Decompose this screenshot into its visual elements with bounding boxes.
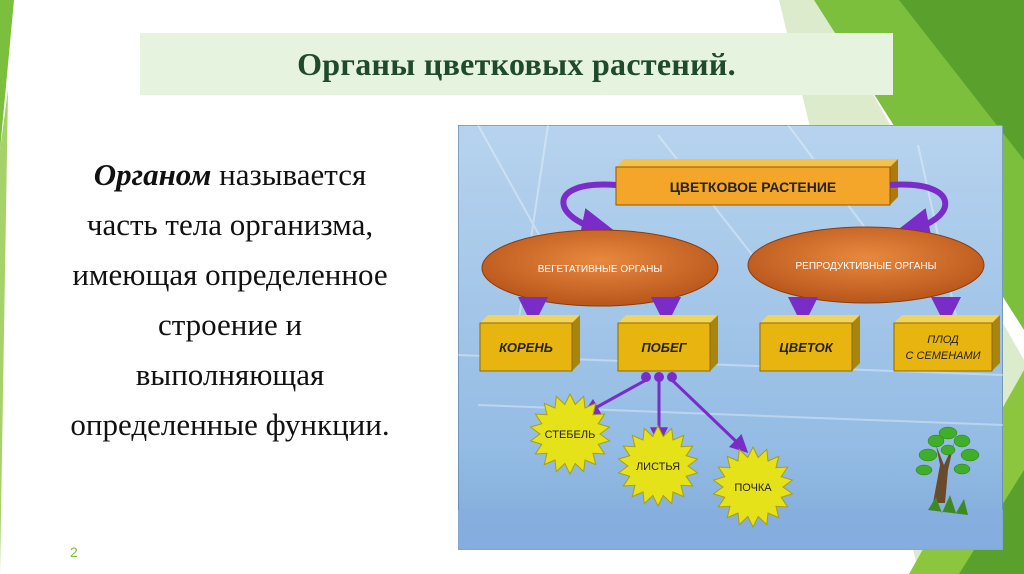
definition-line-2: часть тела организма, <box>86 207 374 242</box>
organs-diagram: ЦВЕТКОВОЕ РАСТЕНИЕ ВЕГЕТАТИВНЫЕ ОРГАНЫ Р… <box>458 125 1003 550</box>
definition-term: Органом <box>93 157 212 192</box>
star-bud-label: ПОЧКА <box>734 482 772 494</box>
organ-box-root-label: КОРЕНЬ <box>499 340 553 355</box>
organ-box-fruit-label-line1: ПЛОД <box>927 334 959 346</box>
tree-illustration <box>915 426 980 515</box>
star-stem-label: СТЕБЕЛЬ <box>545 429 596 441</box>
curve-arrow-right <box>889 181 949 244</box>
reproductive-oval-label: РЕПРОДУКТИВНЫЕ ОРГАНЫ <box>795 261 936 272</box>
vegetative-oval: ВЕГЕТАТИВНЫЕ ОРГАНЫ <box>481 229 719 307</box>
organ-box-root: КОРЕНЬ <box>479 315 580 372</box>
organ-box-fruit-label-line2: С СЕМЕНАМИ <box>905 350 980 362</box>
left-accent-stripe <box>0 0 14 574</box>
definition-text: Органом называется часть тела организма,… <box>10 150 450 450</box>
root-box-label: ЦВЕТКОВОЕ РАСТЕНИЕ <box>670 179 837 195</box>
shoot-connector-dots <box>641 372 677 382</box>
star-bud: ПОЧКА <box>712 445 794 529</box>
organ-box-flower: ЦВЕТОК <box>759 315 860 372</box>
organ-box-shoot: ПОБЕГ <box>617 315 718 372</box>
reproductive-oval: РЕПРОДУКТИВНЫЕ ОРГАНЫ <box>747 226 985 304</box>
title-box: Органы цветковых растений. <box>140 33 893 95</box>
definition-line-4: строение и <box>157 307 303 342</box>
root-box: ЦВЕТКОВОЕ РАСТЕНИЕ <box>615 159 898 206</box>
vegetative-oval-label: ВЕГЕТАТИВНЫЕ ОРГАНЫ <box>538 264 663 275</box>
star-leaves: ЛИСТЬЯ <box>617 424 699 508</box>
definition-line-5: выполняющая <box>135 357 325 392</box>
organ-box-shoot-label: ПОБЕГ <box>641 340 687 355</box>
curve-arrow-left <box>560 181 618 244</box>
organ-box-flower-label: ЦВЕТОК <box>779 340 833 355</box>
definition-line-6: определенные функции. <box>70 407 390 442</box>
oval-to-box-arrows <box>518 297 961 327</box>
definition-first-line-rest: называется <box>211 157 367 192</box>
organ-box-fruit: ПЛОД С СЕМЕНАМИ <box>893 315 1000 372</box>
star-stem: СТЕБЕЛЬ <box>529 392 611 476</box>
slide-title: Органы цветковых растений. <box>297 45 736 82</box>
definition-line-3: имеющая определенное <box>72 257 388 292</box>
definition-line-1: Органом называется <box>10 150 450 200</box>
star-leaves-label: ЛИСТЬЯ <box>636 461 680 473</box>
page-number: 2 <box>70 544 78 560</box>
